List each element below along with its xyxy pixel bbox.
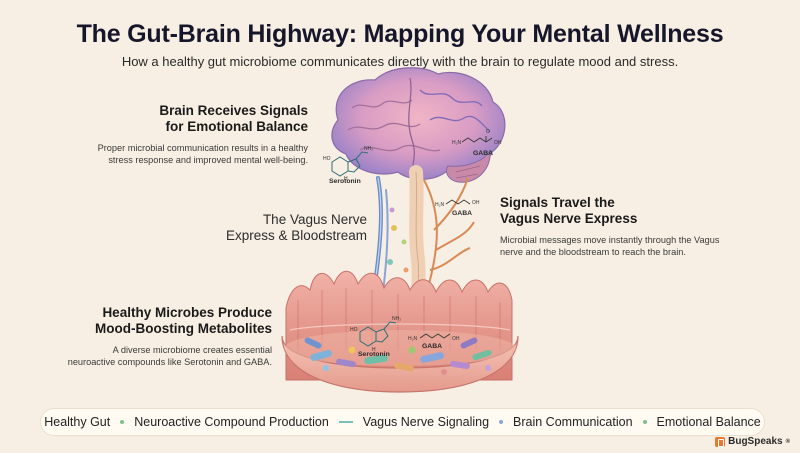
- gaba-structure-gut: [419, 333, 451, 339]
- vagus-nerve-express-label: The Vagus Nerve Express & Bloodstream: [225, 212, 367, 243]
- h2n-label-gut: H₂N: [408, 336, 418, 342]
- gaba-label-gut: GABA: [422, 343, 443, 350]
- oh-label-gut: OH: [452, 336, 460, 342]
- flow-step-brain-communication: Brain Communication: [513, 415, 633, 429]
- flow-separator-dot: [120, 420, 125, 424]
- bugspeaks-logo: BugSpeaks®: [715, 436, 790, 447]
- process-flow-bar: Healthy Gut Neuroactive Compound Product…: [40, 408, 765, 436]
- flow-step-emotional-balance: Emotional Balance: [656, 415, 761, 429]
- ho-label-top: HO: [323, 156, 331, 162]
- flow-step-vagus-signaling: Vagus Nerve Signaling: [362, 415, 490, 429]
- flow-separator-dot: [642, 420, 647, 424]
- gaba-label-top: GABA: [473, 150, 494, 157]
- flow-step-healthy-gut: Healthy Gut: [44, 415, 111, 429]
- h-label-gut: H: [372, 347, 376, 353]
- microbes: [304, 337, 492, 375]
- healthy-microbes-block: Healthy Microbes Produce Mood-Boosting M…: [40, 305, 272, 368]
- microbes-block-heading: Healthy Microbes Produce Mood-Boosting M…: [95, 305, 272, 336]
- brain-block-body: Proper microbial communication results i…: [97, 143, 308, 165]
- oh-label-top: OH: [494, 140, 502, 146]
- brain: [331, 67, 506, 183]
- brain-receives-signals-block: Brain Receives Signals for Emotional Bal…: [60, 103, 308, 166]
- serotonin-label-gut: Serotonin: [358, 351, 390, 358]
- flow-separator-dash: [338, 421, 353, 423]
- h2n-label-top: H₂N: [452, 140, 462, 146]
- h-label-top: H: [344, 176, 348, 182]
- signals-block-body: Microbial messages move instantly throug…: [500, 235, 720, 257]
- gut-bowl: [281, 330, 519, 393]
- ho-label-gut: HO: [350, 327, 358, 333]
- flow-separator-dot: [499, 420, 504, 424]
- signals-block-heading: Signals Travel the Vagus Nerve Express: [500, 195, 638, 226]
- bugspeaks-logo-icon: [715, 436, 726, 447]
- flow-step-neuroactive-production: Neuroactive Compound Production: [134, 415, 329, 429]
- serotonin-label-top: Serotonin: [329, 178, 361, 185]
- microbes-block-body: A diverse microbiome creates essential n…: [67, 345, 272, 367]
- signals-travel-block: Signals Travel the Vagus Nerve Express M…: [500, 195, 740, 258]
- serotonin-structure-top: [331, 151, 369, 177]
- gaba-structure-middle: [445, 199, 471, 205]
- gaba-structure-top: [461, 136, 493, 143]
- brain-block-heading: Brain Receives Signals for Emotional Bal…: [159, 103, 308, 134]
- nh2-label-gut: NH₂: [392, 316, 402, 322]
- o-label-top: O: [486, 129, 490, 135]
- nh2-label-top: NH₂: [364, 146, 374, 152]
- h2n-label-middle: H₂N: [435, 202, 445, 208]
- page-subtitle: How a healthy gut microbiome communicate…: [121, 54, 679, 69]
- oh-label-middle: OH: [472, 200, 480, 206]
- page-title: The Gut-Brain Highway: Mapping Your Ment…: [76, 20, 724, 48]
- serotonin-structure-gut: [359, 321, 397, 347]
- gaba-label-middle: GABA: [452, 210, 473, 217]
